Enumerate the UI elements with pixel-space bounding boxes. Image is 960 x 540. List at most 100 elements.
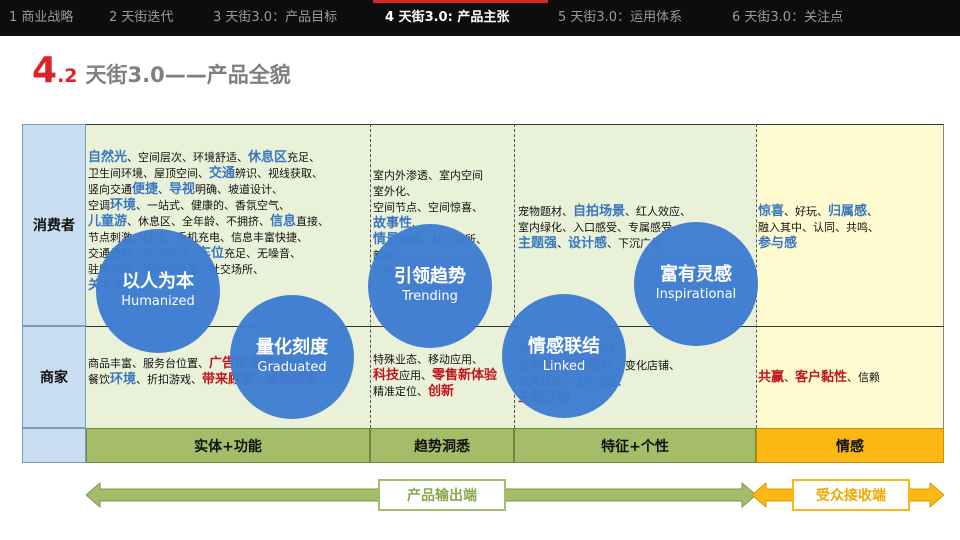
plain-text: 商品丰富、服务台位置、 [88,357,209,370]
highlight-red: 广告 [209,356,236,371]
text-line: 空间节点、空间惊喜、 [373,200,513,216]
highlight-blue: 便捷 [132,182,159,197]
circle-inspirational-zh: 富有灵感 [660,264,732,285]
consumer-col3-text: 宠物题材、自拍场景、红人效应、室内绿化、入口感受、专属感受、主题强、设计感、下沉… [518,204,754,252]
merchant-col4-text: 共赢、客户黏性、信赖 [758,370,942,386]
nav-tab-5[interactable]: 5 天街3.0：运用体系 [558,10,683,25]
text-line: 空调环境、一站式、健康的、香氛空气、 [88,198,370,214]
text-line: 卫生间环境、屋顶空间、交通辨识、视线获取、 [88,166,370,182]
nav-tab-4[interactable]: 4 天街3.0: 产品主张 [373,0,548,36]
plain-text: 空间节点、空间惊喜、 [373,201,483,214]
title-number: 4 [32,50,58,91]
nav-tab-3[interactable]: 3 天街3.0：产品目标 [213,10,338,25]
plain-text: 、 [867,205,879,218]
highlight-blue: 导视 [169,182,196,197]
text-line: 参与感 [758,236,942,252]
plain-text: 宠物题材、 [518,205,573,218]
plain-text: 空调 [88,199,110,212]
text-line: 主题强、设计感、下沉广场 [518,236,754,252]
plain-text: 充足、 [287,151,321,164]
highlight-red: 客户黏性 [795,370,848,385]
highlight-blue: 环境 [110,372,137,387]
circle-graduated-zh: 量化刻度 [256,337,328,358]
text-line: 惊喜、好玩、归属感、 [758,204,942,220]
plain-text: 、 [158,183,170,196]
plain-text: 直接、 [296,215,330,228]
highlight-blue: 归属感 [828,204,868,219]
product-output-label: 产品输出端 [378,479,506,511]
highlight-blue: 交通 [209,166,236,181]
plain-text: 应用、 [399,369,433,382]
plain-text: 餐饮 [88,373,110,386]
text-line: 宠物题材、自拍场景、红人效应、 [518,204,754,220]
highlight-blue: 自然光 [88,150,128,165]
highlight-blue: 儿童游 [88,214,128,229]
bottom-label-entity-function: 实体+功能 [86,428,370,463]
plain-text: 融入其中、认同、共鸣、 [758,221,879,234]
circle-trending-zh: 引领趋势 [394,266,466,287]
plain-text: 、 [557,237,569,250]
highlight-blue: 主题强 [518,236,558,251]
plain-text: 、休息区、全年龄、不拥挤、 [127,215,271,228]
text-line: 故事性、 [373,216,513,232]
highlight-blue: 参与感 [758,236,798,251]
text-line: 特殊业态、移动应用、 [373,352,513,368]
circle-graduated: 量化刻度 Graduated [230,295,354,419]
text-line: 室外化、 [373,184,513,200]
nav-tab-2[interactable]: 2 天街迭代 [109,10,174,25]
bottom-label-feature-personality: 特征+个性 [514,428,756,463]
circle-inspirational-en: Inspirational [655,287,737,302]
highlight-blue: 设计感 [568,236,608,251]
circle-linked: 情感联结 Linked [502,294,626,418]
consumer-col4-text: 惊喜、好玩、归属感、融入其中、认同、共鸣、参与感 [758,204,942,252]
page-title: 4 .2 天街3.0——产品全貌 [32,50,291,96]
text-line: 共赢、客户黏性、信赖 [758,370,942,386]
text-line: 精准定位、创新 [373,384,513,400]
highlight-blue: 故事性 [373,216,413,231]
circle-inspirational: 富有灵感 Inspirational [634,222,758,346]
highlight-blue: 休息区 [248,150,288,165]
plain-text: 、一站式、健康的、香氛空气、 [136,199,291,212]
highlight-blue: 信息 [270,214,297,229]
circle-trending: 引领趋势 Trending [368,224,492,348]
plain-text: 、变化店铺、 [614,359,681,372]
plain-text: 竖向交通 [88,183,132,196]
plain-text: 、信赖 [847,371,881,384]
highlight-red: 零售新体验 [432,368,498,383]
plain-text: 室内外渗透、室内空间 [373,169,483,182]
row-header-merchant: 商家 [22,326,86,428]
plain-text: 、 [412,217,424,230]
nav-tab-6[interactable]: 6 天街3.0：关注点 [732,10,844,25]
row-header-empty [22,428,86,463]
top-navigation: 1 商业战略 2 天街迭代 3 天街3.0：产品目标 4 天街3.0: 产品主张… [0,0,960,36]
text-line: 室内外渗透、室内空间 [373,168,513,184]
plain-text: 卫生间环境、屋顶空间、 [88,167,209,180]
plain-text: 辨识、视线获取、 [235,167,324,180]
circle-humanized-zh: 以人为本 [122,271,194,292]
text-line: 儿童游、休息区、全年龄、不拥挤、信息直接、 [88,214,370,230]
row-header-consumer: 消费者 [22,124,86,326]
plain-text: 、折扣游戏、 [136,373,203,386]
plain-text: 、空间层次、环境舒适、 [127,151,249,164]
plain-text: 、 [784,371,796,384]
title-subnumber: .2 [57,65,78,87]
text-line: 竖向交通便捷、导视明确、坡道设计、 [88,182,370,198]
highlight-red: 科技 [373,368,400,383]
content-area-yellow [756,124,944,428]
plain-text: 室内绿化、入口感受、专属感受、 [518,221,683,234]
title-text: 天街3.0——产品全貌 [85,63,291,87]
highlight-blue: 自拍场景 [573,204,626,219]
circle-linked-en: Linked [542,359,586,374]
highlight-red: 共赢 [758,370,785,385]
bottom-label-emotion: 情感 [756,428,944,463]
text-line: 融入其中、认同、共鸣、 [758,220,942,236]
plain-text: 充足、无噪音、 [224,247,302,260]
plain-text: 特殊业态、移动应用、 [373,353,483,366]
text-line: 室内绿化、入口感受、专属感受、 [518,220,754,236]
divider-2 [514,124,515,428]
plain-text: 、好玩、 [784,205,829,218]
circle-humanized-en: Humanized [121,294,195,309]
nav-tab-1[interactable]: 1 商业战略 [9,10,74,25]
bottom-label-trend-insight: 趋势洞悉 [370,428,514,463]
circle-humanized: 以人为本 Humanized [96,229,220,353]
